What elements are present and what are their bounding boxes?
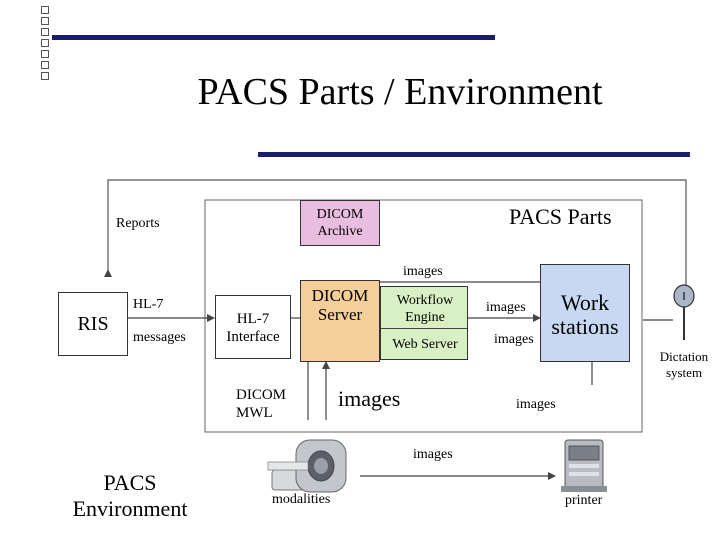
dictation-line1: Dictation (659, 349, 709, 364)
ris-label: RIS (77, 313, 109, 335)
hl7-interface-box: HL-7 Interface (215, 295, 291, 359)
images-right-label: images (516, 397, 556, 412)
images-ws-top-label: images (486, 300, 526, 315)
dictation-line2: system (665, 364, 703, 380)
hl7-interface-line2: Interface (226, 329, 280, 345)
dicom-mwl-line1: DICOM (236, 387, 287, 403)
title-bar-bottom (258, 152, 690, 157)
images-top-label: images (403, 264, 443, 279)
workstations-line1: Work (560, 290, 610, 315)
printer-label: printer (565, 493, 603, 508)
workflow-engine-line2: Engine (405, 309, 445, 325)
web-server-label: Web Server (392, 337, 458, 352)
dicom-mwl-line2: MWL (236, 405, 273, 421)
pacs-parts-frame (204, 199, 643, 433)
page-title: PACS Parts / Environment (197, 71, 603, 113)
pacs-parts-label: PACS Parts (509, 204, 612, 229)
hl7-interface-line1: HL-7 (236, 311, 270, 327)
pacs-environment-label: PACS Environment (50, 470, 210, 523)
messages-label: messages (133, 330, 186, 345)
workstations-line2: stations (551, 314, 619, 340)
pacs-environment-line1: PACS (103, 470, 157, 495)
dicom-archive-line2: Archive (317, 223, 363, 239)
dicom-mwl-label: DICOM MWL (236, 386, 286, 422)
dicom-archive-line1: DICOM (316, 207, 364, 222)
hl7-label: HL-7 (133, 297, 164, 312)
images-bottom-label: images (413, 447, 453, 462)
dicom-server-box: DICOM Server (300, 280, 380, 362)
images-ws-bottom-label: images (494, 332, 534, 347)
ris-box: RIS (58, 292, 128, 356)
dicom-server-line1: DICOM (311, 286, 369, 305)
reports-label: Reports (116, 216, 160, 231)
environment-frame (104, 179, 687, 290)
dictation-system-label: Dictation system (646, 349, 720, 380)
modalities-label: modalities (272, 492, 331, 507)
dicom-archive-box: DICOM Archive (300, 200, 380, 246)
title-bar-top (52, 35, 495, 40)
workflow-engine-line1: Workflow (396, 293, 454, 308)
workflow-engine-box: Workflow Engine Web Server (380, 286, 468, 360)
workstations-box: Work stations (540, 264, 630, 362)
pacs-environment-line2: Environment (72, 496, 188, 522)
images-large-label: images (338, 386, 401, 411)
dicom-server-line2: Server (317, 304, 363, 324)
